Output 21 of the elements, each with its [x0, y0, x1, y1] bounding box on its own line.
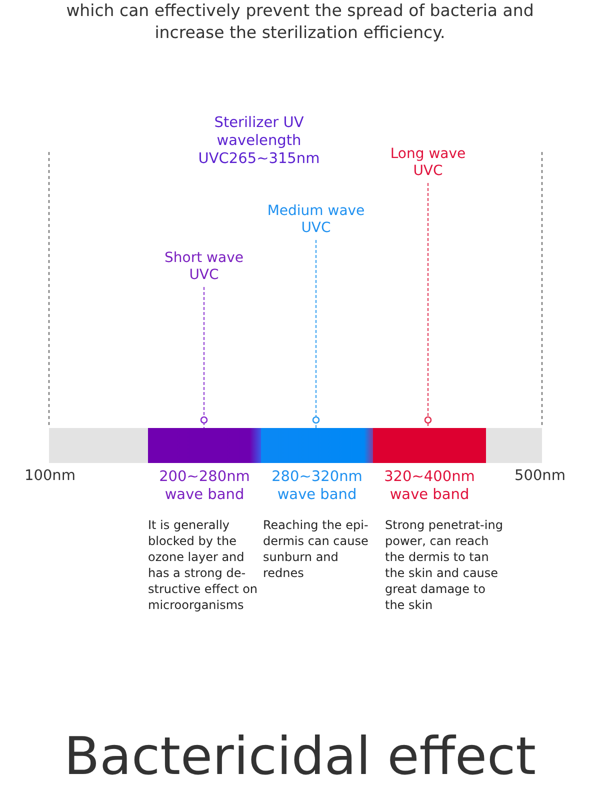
- spectrum-segment: [49, 428, 148, 463]
- title: Bactericidal effect: [62, 726, 537, 789]
- wave-label: Medium wave UVC: [256, 203, 376, 237]
- scale-label: 500nm: [514, 468, 566, 484]
- wave-label: Short wave UVC: [154, 250, 254, 284]
- intro-text: which can effectively prevent the spread of bacteria and increase the sterilization efficiency.: [65, 0, 535, 44]
- spectrum-segment: [373, 428, 486, 463]
- leader-line: [424, 182, 432, 428]
- band-range-label: 280~320nm wave band: [270, 468, 364, 504]
- spectrum-segment: [148, 428, 261, 463]
- spectrum-segment: [486, 428, 542, 463]
- wavelength-note: Sterilizer UV wavelength UVC265~315nm: [197, 114, 321, 168]
- leader-line: [312, 240, 320, 428]
- leader-line: [200, 286, 208, 428]
- band-range-label: 320~400nm wave band: [383, 468, 476, 504]
- band-range-label: 200~280nm wave band: [158, 468, 251, 504]
- spectrum-segment: [261, 428, 373, 463]
- wave-label: Long wave UVC: [383, 146, 473, 180]
- band-description: Reaching the epi-dermis can cause sunburn and rednes: [263, 517, 370, 581]
- band-description: Strong penetrat-ing power, can reach the dermis to tan the skin and cause great damage to the skin: [385, 517, 504, 613]
- scale-label: 100nm: [24, 468, 76, 484]
